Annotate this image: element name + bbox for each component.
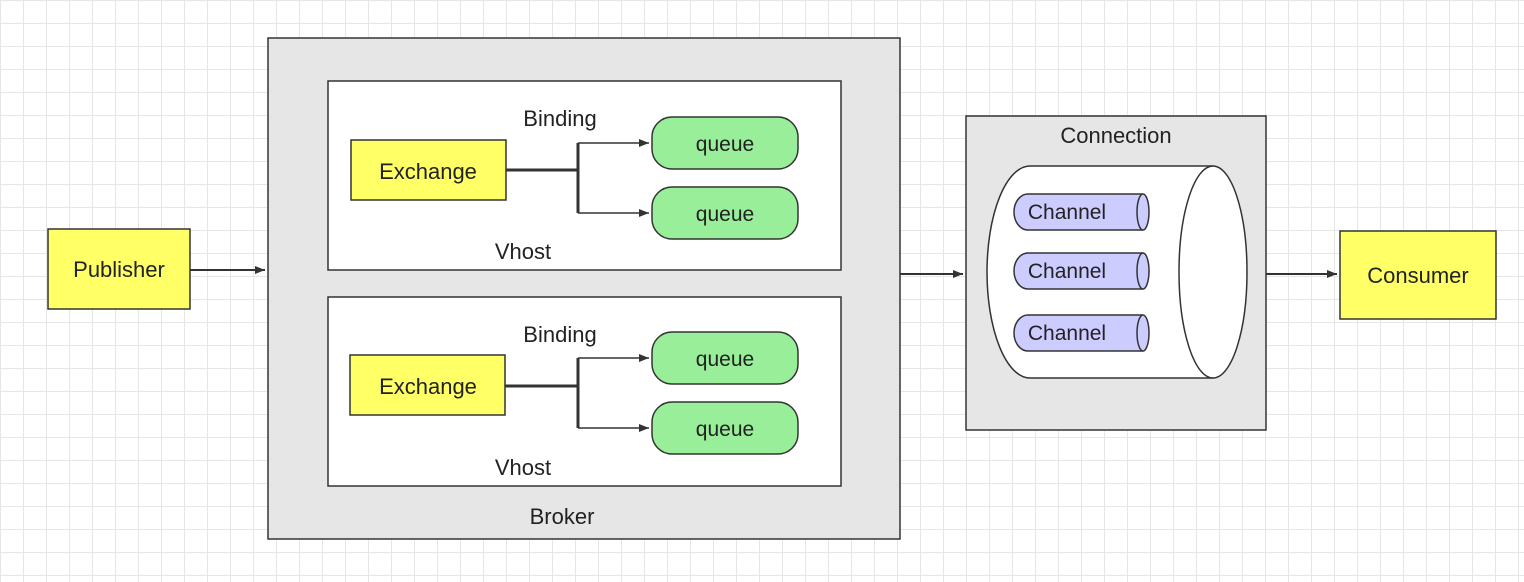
queue-1a-label: queue: [696, 133, 754, 156]
channel-3-node[interactable]: Channel: [1013, 314, 1150, 352]
queue-1a-node[interactable]: queue: [651, 116, 799, 170]
binding-1-connector: [506, 143, 580, 213]
channel-2-node[interactable]: Channel: [1013, 252, 1150, 290]
queue-1b-label: queue: [696, 203, 754, 226]
exchange-1-node[interactable]: Exchange: [350, 139, 507, 201]
broker-label: Broker: [530, 504, 595, 529]
connection-container[interactable]: Connection Channel Channel Channel: [965, 115, 1267, 431]
vhost-2-label: Vhost: [495, 455, 551, 480]
queue-2b-node[interactable]: queue: [651, 401, 799, 455]
channel-1-label: Channel: [1028, 201, 1106, 224]
binding-2-label: Binding: [523, 322, 596, 347]
consumer-label: Consumer: [1367, 263, 1468, 288]
publisher-label: Publisher: [73, 257, 165, 282]
publisher-node[interactable]: Publisher: [47, 228, 191, 310]
connection-label: Connection: [1060, 123, 1171, 148]
queue-1b-node[interactable]: queue: [651, 186, 799, 240]
queue-2b-label: queue: [696, 418, 754, 441]
exchange-1-label: Exchange: [379, 159, 477, 184]
binding-2-connector: [505, 358, 580, 428]
vhost-2[interactable]: Vhost Binding Exchange queue queue: [327, 296, 842, 487]
consumer-node[interactable]: Consumer: [1339, 230, 1497, 320]
channel-2-label: Channel: [1028, 260, 1106, 283]
queue-2a-node[interactable]: queue: [651, 331, 799, 385]
channel-1-node[interactable]: Channel: [1013, 193, 1150, 231]
binding-1-label: Binding: [523, 106, 596, 131]
queue-2a-label: queue: [696, 348, 754, 371]
exchange-2-node[interactable]: Exchange: [349, 354, 506, 416]
vhost-1[interactable]: Vhost Binding Exchange queue queue: [327, 80, 842, 271]
vhost-1-label: Vhost: [495, 239, 551, 264]
channel-3-label: Channel: [1028, 322, 1106, 345]
exchange-2-label: Exchange: [379, 374, 477, 399]
